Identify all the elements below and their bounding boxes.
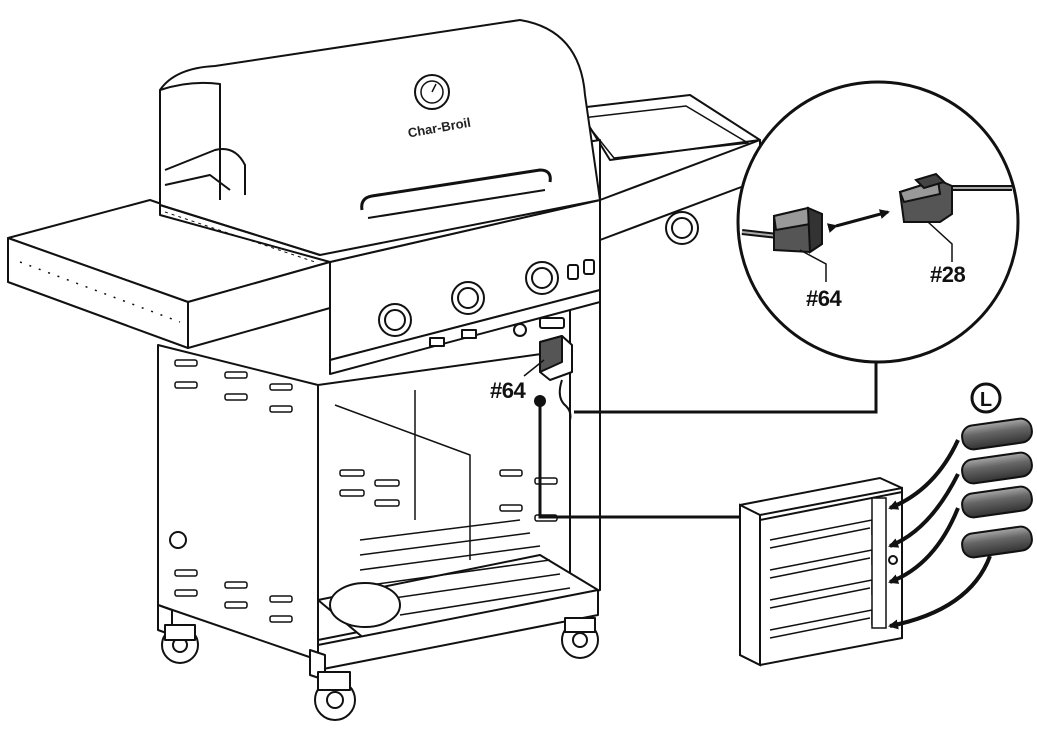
battery-icon: [961, 451, 1033, 485]
batteries: [961, 417, 1033, 559]
insertion-arrows: [888, 439, 992, 630]
battery-icon: [961, 525, 1033, 559]
burner-knob-1: [378, 303, 412, 337]
leader-to-detail-circle: [574, 340, 878, 414]
burner-knob-3: [525, 261, 559, 295]
step-letter-badge: L: [970, 382, 1002, 414]
bottom-shelf-grate: [359, 519, 571, 616]
callout-lines: [538, 340, 878, 519]
side-knob-icon: [169, 531, 187, 549]
igniter-button-icon: [513, 323, 527, 337]
indicator-light: [583, 259, 595, 275]
tank-ring: [329, 582, 401, 628]
part-64-label: #64: [490, 378, 526, 403]
connector-detail: #64 #28: [736, 80, 1020, 364]
part-64-detail-label: #64: [806, 286, 842, 311]
grill-lid: [159, 19, 601, 263]
lid-handle: [360, 168, 552, 219]
right-side-burner: [577, 94, 761, 245]
battery-icon: [961, 485, 1033, 519]
igniter-module: [539, 335, 573, 381]
casters: [161, 617, 599, 721]
battery-slots: [769, 497, 887, 639]
connector-64-icon: [772, 206, 823, 254]
battery-box: [739, 476, 903, 667]
connect-arrow-icon: [826, 209, 890, 233]
connector-28-icon: [898, 172, 953, 223]
burner-knob-2: [451, 281, 485, 315]
side-panel-vents: [174, 359, 558, 623]
leader-to-battery-box: [538, 405, 742, 519]
part-28-detail-label: #28: [930, 262, 965, 287]
connection-dot: [534, 395, 546, 407]
battery-icon: [961, 417, 1033, 451]
cart: [157, 289, 601, 681]
control-panel: [329, 199, 601, 375]
left-side-shelf: [7, 199, 331, 349]
indicator-light: [567, 264, 579, 280]
grill: [7, 19, 761, 721]
svg-text:L: L: [980, 389, 992, 411]
